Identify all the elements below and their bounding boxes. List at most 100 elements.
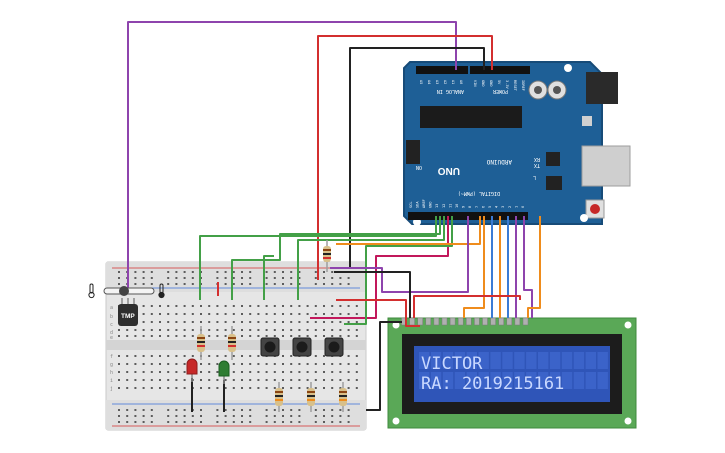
tie-hole [323, 371, 325, 373]
tie-hole [142, 335, 145, 337]
wire-lcd-vss[interactable] [334, 271, 411, 318]
rail-hole [282, 409, 284, 411]
tie-hole [339, 335, 342, 337]
tie-hole [216, 329, 219, 331]
rail-hole [273, 271, 276, 273]
tie-hole [282, 379, 284, 381]
lcd-pin[interactable] [425, 317, 432, 326]
wire-lcd-rs[interactable] [336, 216, 481, 245]
lcd-pin[interactable] [433, 317, 440, 326]
rail-hole [175, 283, 178, 285]
wire-lcd-rw[interactable] [527, 216, 541, 318]
tie-hole [306, 387, 309, 389]
digital-pin-label: 6 [481, 206, 485, 208]
wire-button-4[interactable] [297, 216, 445, 300]
lcd-pin[interactable] [522, 317, 529, 326]
lcd-pin[interactable] [498, 317, 504, 326]
push-button-2[interactable] [292, 337, 312, 357]
rail-hole [298, 277, 301, 279]
rail-hole [200, 409, 202, 411]
lcd-pin-header [401, 317, 529, 326]
tie-hole [118, 355, 120, 357]
rail-hole [224, 271, 227, 273]
tie-hole [257, 329, 260, 331]
wire-lcd-d4[interactable] [463, 216, 485, 318]
power-pin-label: GND [481, 80, 485, 87]
lcd-pin[interactable] [449, 317, 456, 326]
wire-lcd-vdd[interactable] [336, 299, 420, 327]
tie-hole [118, 371, 120, 373]
resistor-button-2[interactable] [307, 382, 315, 412]
tie-hole [273, 363, 276, 365]
push-button-3[interactable] [324, 337, 344, 357]
wire-led-red[interactable] [310, 216, 449, 319]
tie-hole [224, 321, 227, 323]
lcd-16x2[interactable]: VICTOR RA: 2019215161 [387, 317, 637, 429]
wire-temp-a0[interactable] [127, 21, 457, 290]
rail-hole [200, 415, 202, 417]
tie-hole [208, 371, 211, 373]
rail-hole [216, 277, 219, 279]
lcd-pin[interactable] [417, 317, 423, 326]
arduino-uno-board[interactable]: ANALOG IN POWER DIGITAL (PWM~) UNO ARDUI… [403, 61, 631, 226]
digital-pin-label: SCL [409, 202, 413, 209]
analog-pin-label: A5 [419, 80, 423, 84]
rail-hole [150, 415, 153, 417]
digital-pin-label: 2 [508, 206, 512, 208]
lcd-pin[interactable] [466, 317, 472, 326]
usb-port[interactable] [581, 145, 631, 187]
power-pin-label: RESET [513, 80, 517, 92]
rail-hole [183, 271, 186, 273]
led-green[interactable] [218, 360, 230, 384]
temperature-sensor[interactable]: TMP [88, 283, 165, 326]
lcd-pin[interactable] [506, 317, 513, 326]
tie-hole [265, 329, 268, 331]
lcd-pin[interactable] [474, 317, 480, 326]
wire-lcd-en[interactable] [330, 216, 469, 293]
tie-hole [150, 387, 153, 389]
wire-5v[interactable] [317, 35, 493, 280]
lcd-pin[interactable] [514, 317, 521, 326]
tie-hole [298, 321, 301, 323]
tie-hole [191, 313, 194, 315]
tie-hole [290, 371, 293, 373]
tie-hole [142, 379, 145, 381]
tie-hole [175, 313, 178, 315]
lcd-cell [430, 372, 442, 389]
temp-slider-handle[interactable] [119, 286, 129, 296]
digital-pin-label: 5 [488, 206, 492, 208]
wire-button-1[interactable] [199, 216, 437, 300]
lcd-pin[interactable] [409, 317, 415, 326]
resistor-led-red[interactable] [197, 326, 205, 360]
wire-lcd-gnd[interactable] [366, 321, 402, 411]
reset-button-cap[interactable] [590, 204, 600, 214]
power-jack[interactable] [586, 72, 618, 104]
rail-hole [224, 277, 227, 279]
wire-button-2[interactable] [231, 216, 441, 300]
wire-gnd[interactable] [349, 47, 485, 268]
rail-hole [118, 277, 120, 279]
digital-pin-label: 7 [475, 206, 479, 208]
led-red[interactable] [186, 358, 198, 382]
wire-lcd-k[interactable] [523, 216, 533, 318]
usb-chip [546, 152, 560, 166]
lcd-cell [454, 372, 466, 389]
lcd-pin[interactable] [482, 317, 488, 326]
lcd-pin[interactable] [490, 317, 496, 326]
lcd-pin[interactable] [457, 317, 464, 326]
rail-hole [273, 283, 276, 285]
tie-hole [208, 313, 211, 315]
resistor-pullup[interactable] [323, 240, 331, 272]
resistor-button-1[interactable] [275, 382, 283, 412]
digital-pin-label: GND [429, 202, 433, 209]
resistor-led-green[interactable] [228, 326, 236, 360]
tie-hole [200, 363, 202, 365]
tie-hole [167, 321, 170, 323]
resistor-button-3[interactable] [339, 382, 347, 412]
lcd-pin[interactable] [441, 317, 448, 326]
wire-led-green[interactable] [344, 216, 453, 325]
wire-button-3[interactable] [263, 255, 274, 300]
sensor-label: TMP [121, 313, 135, 320]
push-button-1[interactable] [260, 337, 280, 357]
wire-lcd-power[interactable] [413, 295, 521, 318]
